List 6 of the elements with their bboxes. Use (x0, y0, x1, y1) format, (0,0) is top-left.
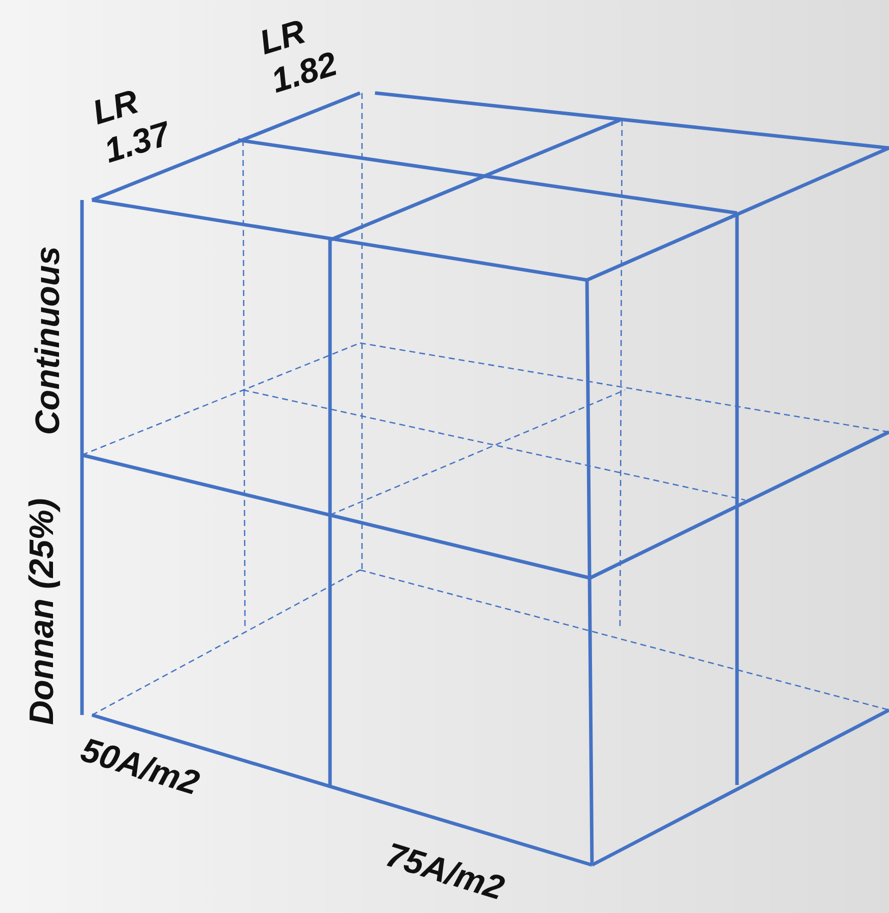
axis-label: 75A/m2 (381, 835, 509, 909)
axis-label: 50A/m2 (76, 730, 204, 804)
axis-label: LR 1.37 (88, 82, 176, 172)
axis-label: LR 1.82 (255, 12, 342, 102)
axis-label: Continuous (28, 246, 68, 435)
axis-label: Donnan (25%) (22, 498, 62, 725)
